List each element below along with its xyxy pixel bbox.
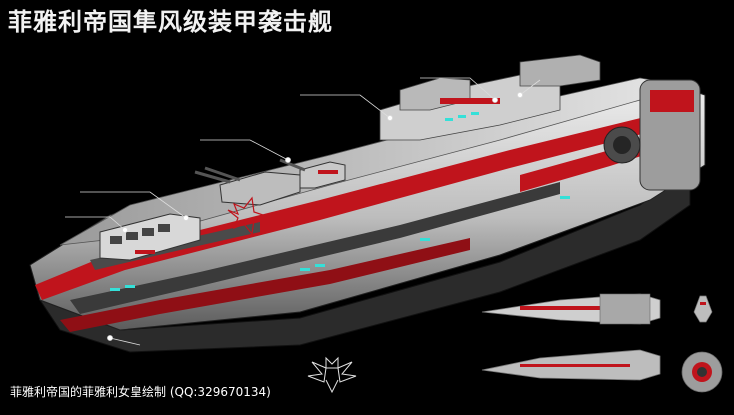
view-rear	[681, 351, 723, 393]
winged-emblem-icon	[307, 356, 357, 394]
forward-missile-bays	[99, 213, 201, 261]
view-side	[481, 349, 661, 381]
glow-lights	[110, 196, 570, 291]
main-turrets	[194, 158, 346, 206]
view-front	[693, 295, 713, 323]
superstructure	[379, 54, 601, 141]
emblem-on-hull	[227, 196, 268, 236]
page-title: 菲雅利帝国隼风级装甲袭击舰	[8, 8, 333, 36]
credit-text: 菲雅利帝国的菲雅利女皇绘制 (QQ:329670134)	[10, 385, 271, 399]
view-top	[481, 293, 661, 325]
callout-leaders	[65, 77, 541, 346]
